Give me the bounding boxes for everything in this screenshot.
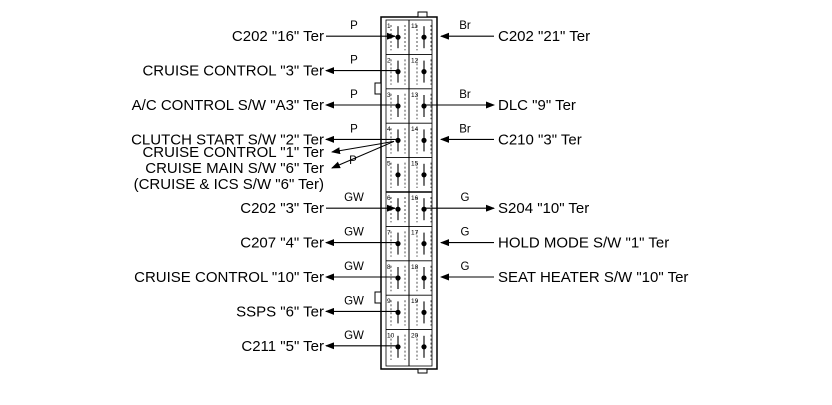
pin-number: 17: [411, 229, 419, 236]
terminal-pin: [395, 69, 401, 75]
terminal-pin: [421, 137, 427, 143]
terminal-label: DLC "9" Ter: [498, 97, 576, 114]
terminal-pin: [395, 309, 401, 315]
terminal-pin: [421, 103, 427, 109]
pin-number: 16: [411, 195, 419, 202]
connector-side-lock-lower: [374, 291, 382, 304]
terminal-pin: [395, 344, 401, 350]
wire-color-code: P: [350, 20, 358, 32]
pin-number: 12: [411, 57, 419, 64]
terminal-pin: [421, 275, 427, 281]
wire-color-code: P: [350, 123, 358, 135]
wire-color-code: Br: [459, 20, 471, 32]
pin-number: 18: [411, 264, 419, 271]
terminal-label: A/C CONTROL S/W "A3" Ter: [132, 97, 324, 114]
terminal-pin: [421, 309, 427, 315]
pin-number: 7: [387, 229, 391, 236]
connector-side-lock-upper: [374, 82, 382, 95]
wire-color-code: G: [461, 227, 470, 239]
wire-color-code: GW: [344, 295, 364, 307]
wire-lead: [331, 140, 395, 155]
wire-color-code: GW: [344, 330, 364, 342]
terminal-pin: [395, 34, 401, 40]
wire-color-code: Br: [459, 89, 471, 101]
terminal-label: SSPS "6" Ter: [236, 303, 324, 320]
wire-lead: [331, 140, 395, 169]
pin-number: 1: [387, 23, 391, 30]
terminal-label: S204 "10" Ter: [498, 200, 589, 217]
wire-color-code: GW: [344, 192, 364, 204]
pin-number: 13: [411, 92, 419, 99]
wire-color-code: GW: [344, 261, 364, 273]
terminal-pin: [395, 137, 401, 143]
terminal-label: C202 "3" Ter: [240, 200, 324, 217]
terminal-pin: [421, 34, 427, 40]
wire-color-code: P: [350, 55, 358, 67]
pin-number: 19: [411, 298, 419, 305]
wire-color-code: G: [461, 261, 470, 273]
terminal-pin: [395, 172, 401, 178]
terminal-pin: [395, 241, 401, 247]
terminal-label: (CRUISE & ICS S/W "6" Ter): [134, 176, 324, 193]
terminal-pin: [395, 103, 401, 109]
pin-number: 6: [387, 195, 391, 202]
wire-color-code: G: [461, 192, 470, 204]
pin-number: 15: [411, 161, 419, 168]
terminal-label: C202 "16" Ter: [232, 28, 324, 45]
terminal-pin: [421, 206, 427, 212]
pin-number: 20: [411, 333, 419, 340]
terminal-pin: [421, 69, 427, 75]
terminal-pin: [395, 275, 401, 281]
terminal-label: CRUISE CONTROL "10" Ter: [134, 269, 324, 286]
terminal-pin: [421, 241, 427, 247]
pin-number: 5: [387, 161, 391, 168]
wire-color-code: P: [350, 89, 358, 101]
connector-latch-bottom: [417, 368, 428, 374]
wire-color-code: P: [349, 155, 357, 167]
terminal-label: CRUISE CONTROL "1" Ter: [142, 144, 324, 161]
connector-body: [374, 11, 438, 374]
pin-number: 9: [387, 298, 391, 305]
terminal-label: SEAT HEATER S/W "10" Ter: [498, 269, 688, 286]
terminal-pin: [395, 206, 401, 212]
wire-color-code: GW: [344, 227, 364, 239]
connector-latch-top: [417, 11, 428, 18]
pin-number: 8: [387, 264, 391, 271]
terminal-label: C202 "21" Ter: [498, 28, 590, 45]
terminal-label: CLUTCH START S/W "2" Ter: [131, 131, 324, 148]
pin-number: 10: [387, 333, 395, 340]
terminal-label: CRUISE CONTROL "3" Ter: [142, 63, 324, 80]
terminal-label: C210 "3" Ter: [498, 131, 582, 148]
terminal-label: CRUISE MAIN S/W "6" Ter: [145, 160, 324, 177]
pin-number: 4: [387, 126, 391, 133]
terminal-pin: [421, 344, 427, 350]
pin-number: 3: [387, 92, 391, 99]
terminal-label: C211 "5" Ter: [241, 338, 324, 355]
pin-number: 14: [411, 126, 419, 133]
wire-leads: [325, 32, 495, 350]
wire-color-code: Br: [459, 123, 471, 135]
pin-number: 2: [387, 57, 391, 64]
terminal-label: HOLD MODE S/W "1" Ter: [498, 235, 669, 252]
terminal-pin: [421, 172, 427, 178]
terminal-label: C207 "4" Ter: [240, 235, 324, 252]
pin-number: 11: [411, 23, 418, 30]
